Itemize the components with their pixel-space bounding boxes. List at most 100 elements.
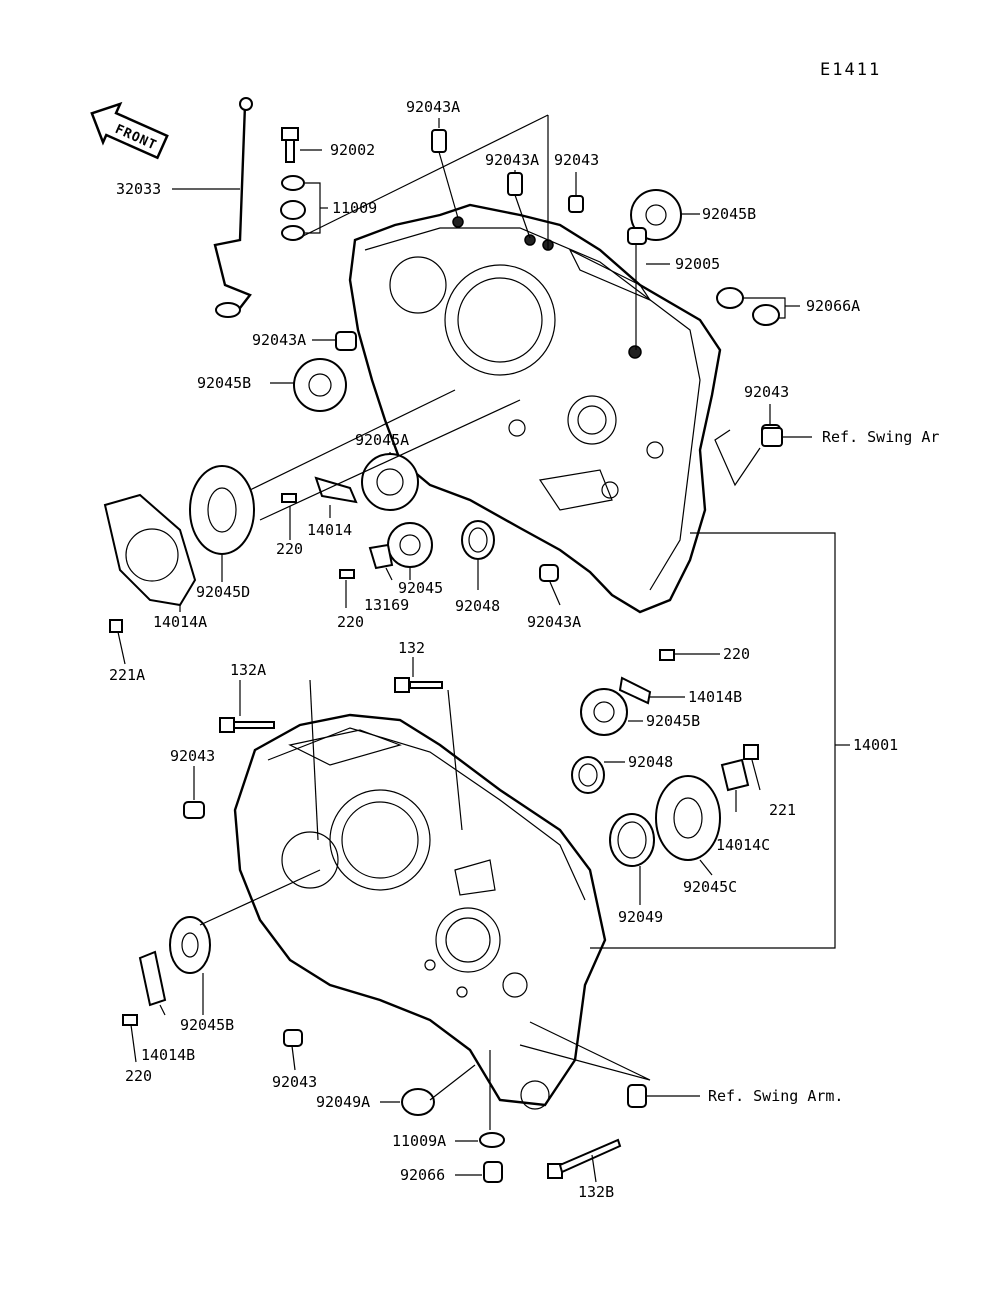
label-92049A: 92049A [316,1093,370,1111]
label-92045D: 92045D [196,583,250,601]
bearing-92045D [189,465,255,555]
washer-11009-a [281,175,305,191]
bearing-92045 [387,522,433,568]
bearing-92045B-bottom-left [169,916,211,974]
dowel-92043-top [568,195,584,213]
dowel-92043-left [183,801,205,819]
label-14014A: 14014A [153,613,207,631]
label-14014B-left: 14014B [141,1046,195,1064]
label-92045B-mid-right: 92045B [646,712,700,730]
plate-13169 [368,543,394,570]
bolt-132B-shank [558,1138,622,1174]
label-92045: 92045 [398,579,443,597]
label-92002: 92002 [330,141,375,159]
label-92043A-mid: 92043A [485,151,539,169]
cover-plate-14014A [103,493,197,607]
part-number-labels: 92043A 92002 32033 11009 92043A 92043 92… [109,98,939,1201]
label-14014B-right: 14014B [688,688,742,706]
label-221A: 221A [109,666,145,684]
dowel-92043A-left [335,331,357,351]
label-92048-mid: 92048 [628,753,673,771]
dowel-92043-bottom [283,1029,303,1047]
leader-lines [117,114,850,1183]
label-132: 132 [398,639,425,657]
label-11009: 11009 [332,199,377,217]
label-92045B-bottom-left: 92045B [180,1016,234,1034]
seal-92048-mid [571,756,605,794]
plate-14014 [314,476,358,504]
bolt-221 [743,744,759,760]
label-220-a: 220 [276,540,303,558]
plate-14014B-left [138,950,167,1007]
bearing-92045B-mid-right [580,688,628,736]
label-11009A: 11009A [392,1132,446,1150]
bearing-92045C [655,775,721,861]
bolt-92002 [281,127,299,141]
label-92049: 92049 [618,908,663,926]
bearing-92045B-left [293,358,347,412]
seal-92066A-a [716,287,744,309]
dowel-92043A-bottom [539,564,559,582]
label-14001: 14001 [853,736,898,754]
bolt-220-a [281,493,297,503]
hose-fitting-top [239,97,253,111]
label-92043A-bottom: 92043A [527,613,581,631]
seal-92049 [609,813,655,867]
collar-swing-arm-top [761,427,783,447]
label-220-d: 220 [125,1067,152,1085]
bolt-92002-shank [285,139,295,163]
label-92066: 92066 [400,1166,445,1184]
bolt-220-c [659,649,675,661]
label-92043A-left: 92043A [252,331,306,349]
diagram-code: E1411 [820,60,881,80]
bolt-132A [219,717,235,733]
label-92043-top: 92043 [554,151,599,169]
dowel-92043A-top [431,129,447,153]
seal-92049A [401,1088,435,1116]
upper-crankcase-half [348,203,722,614]
label-132B: 132B [578,1183,614,1201]
bolt-220-b [339,569,355,579]
label-92045B-left: 92045B [197,374,251,392]
plug-92005 [627,227,647,245]
plate-14014C [720,758,750,792]
label-92048-top: 92048 [455,597,500,615]
plate-14014B-right [618,676,652,705]
washer-11009-b [281,225,305,241]
label-ref-swing-arm-top: Ref. Swing Ar [822,428,939,446]
label-92043-bottom: 92043 [272,1073,317,1091]
plug-92066 [483,1161,503,1183]
seal-92066A-b [752,304,780,326]
seal-92048-top [461,520,495,560]
label-132A: 132A [230,661,266,679]
washer-11009A [479,1132,505,1148]
label-92045B-top-right: 92045B [702,205,756,223]
dowel-92043A-mid [507,172,523,196]
label-92043-right: 92043 [744,383,789,401]
collar-swing-arm-bottom [627,1084,647,1108]
front-arrow-icon: FRONT [90,101,169,160]
bolt-221A [109,619,123,633]
bolt-132-shank [409,681,443,689]
label-92005: 92005 [675,255,720,273]
label-92045C: 92045C [683,878,737,896]
lower-crankcase-half [233,713,607,1110]
label-92043-left: 92043 [170,747,215,765]
label-14014C: 14014C [716,836,770,854]
part-shapes [103,97,783,1183]
label-220-b: 220 [337,613,364,631]
label-32033: 32033 [116,180,161,198]
label-221: 221 [769,801,796,819]
bolt-132 [394,677,410,693]
label-92066A: 92066A [806,297,860,315]
hose-fitting-mid [280,200,306,220]
label-13169: 13169 [364,596,409,614]
label-92045A: 92045A [355,431,409,449]
breather-hose-part [213,104,252,312]
label-92043A-top: 92043A [406,98,460,116]
label-220-c: 220 [723,645,750,663]
bolt-132A-shank [233,721,275,729]
bearing-92045A [361,453,419,511]
